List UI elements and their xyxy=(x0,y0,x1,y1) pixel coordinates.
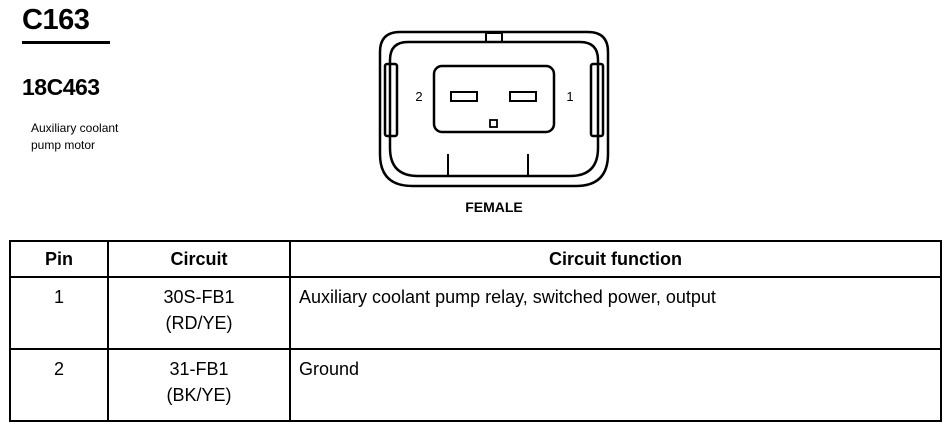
circuit-cell: 31-FB1 (BK/YE) xyxy=(107,348,291,422)
circuit-code: 30S-FB1 xyxy=(163,287,235,307)
description-line-1: Auxiliary coolant xyxy=(31,121,119,135)
terminal-pin-2 xyxy=(450,91,478,102)
pin-number: 2 xyxy=(9,348,109,422)
terminal-cavity xyxy=(432,64,556,134)
connector-gender-label: FEMALE xyxy=(465,199,523,215)
connector-inner-shell xyxy=(388,40,600,178)
connector-id-underline xyxy=(22,41,110,44)
table-row: 1 30S-FB1 (RD/YE) Auxiliary coolant pump… xyxy=(9,276,942,350)
pinout-table: Pin Circuit Circuit function 1 30S-FB1 (… xyxy=(9,240,942,422)
header-circuit-function: Circuit function xyxy=(289,240,942,278)
circuit-function: Ground xyxy=(289,348,942,422)
circuit-function: Auxiliary coolant pump relay, switched p… xyxy=(289,276,942,350)
pin-label-right: 1 xyxy=(566,89,573,104)
part-number: 18C463 xyxy=(22,74,100,100)
pin-label-left: 2 xyxy=(415,89,422,104)
connector-outer-shell xyxy=(378,30,610,188)
component-description: Auxiliary coolant pump motor xyxy=(31,120,191,154)
description-line-2: pump motor xyxy=(31,138,96,152)
header-pin: Pin xyxy=(9,240,109,278)
polarization-notch xyxy=(489,119,498,128)
circuit-wire-color: (RD/YE) xyxy=(165,313,233,333)
table-row: 2 31-FB1 (BK/YE) Ground xyxy=(9,348,942,422)
pin-number: 1 xyxy=(9,276,109,350)
circuit-code: 31-FB1 xyxy=(169,359,229,379)
terminal-pin-1 xyxy=(509,91,537,102)
circuit-cell: 30S-FB1 (RD/YE) xyxy=(107,276,291,350)
table-header-row: Pin Circuit Circuit function xyxy=(9,240,942,278)
connector-face-diagram: 2 1 xyxy=(378,30,610,188)
header-circuit: Circuit xyxy=(107,240,291,278)
left-latch xyxy=(383,62,399,138)
connector-key-tab xyxy=(485,32,503,43)
circuit-wire-color: (BK/YE) xyxy=(166,385,232,405)
connector-id: C163 xyxy=(22,4,90,36)
right-latch xyxy=(589,62,605,138)
